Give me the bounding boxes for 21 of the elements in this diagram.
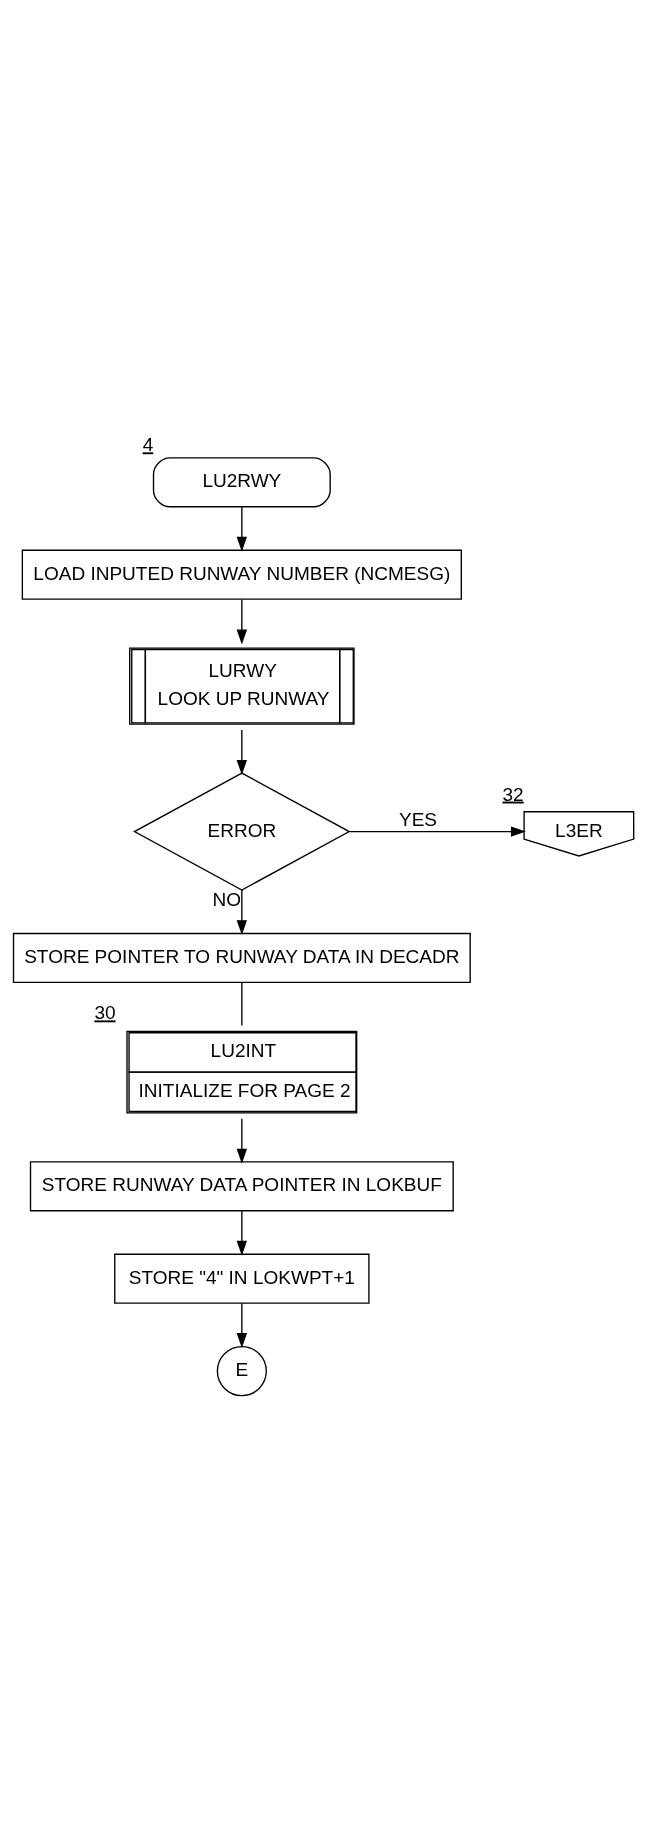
arrow: [236, 1210, 248, 1256]
node-box: LU2RWY: [152, 457, 331, 508]
arrow: [236, 729, 248, 775]
arrow: [236, 506, 248, 552]
edge-label: NO: [212, 889, 242, 911]
node-diamond: ERROR: [133, 772, 351, 891]
node-label: 32: [502, 783, 524, 805]
arrow: [236, 598, 248, 645]
node-label: 4: [142, 434, 154, 456]
arrow: [349, 826, 526, 837]
node-label: 30: [94, 1002, 116, 1024]
node-box: STORE POINTER TO RUNWAY DATA IN DECADR: [12, 932, 471, 984]
node-box: STORE "4" IN LOKWPT+1: [114, 1253, 370, 1304]
arrow: [236, 1118, 248, 1164]
arrow: [236, 1302, 248, 1349]
node-box: STORE RUNWAY DATA POINTER IN LOKBUF: [29, 1161, 454, 1212]
node-box: LOAD INPUTED RUNWAY NUMBER (NCMESG): [21, 549, 462, 600]
edge-label: YES: [398, 809, 438, 831]
connector: [241, 982, 243, 1027]
node-circle: E: [216, 1345, 267, 1397]
arrow: [236, 889, 248, 936]
